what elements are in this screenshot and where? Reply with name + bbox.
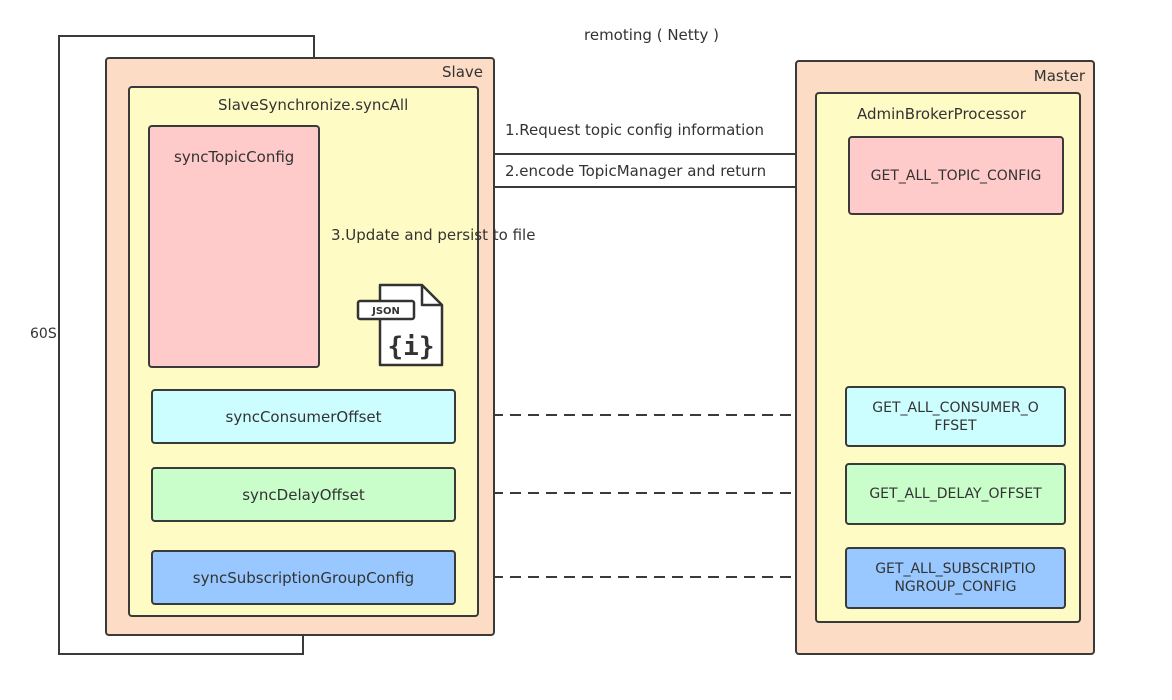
sync-subscription-group-config-label: syncSubscriptionGroupConfig: [192, 568, 415, 587]
loop-line: [58, 35, 319, 655]
json-file-glyph: {i}: [388, 332, 435, 362]
sync-delay-offset-box: syncDelayOffset: [151, 467, 456, 522]
json-file-badge-text: JSON: [371, 306, 400, 317]
get-all-subscription-group-config-label: GET_ALL_SUBSCRIPTIO NGROUP_CONFIG: [875, 561, 1036, 595]
step-response-label: 2.encode TopicManager and return: [505, 162, 767, 180]
slave-title: Slave: [442, 63, 483, 81]
remoting-label: remoting ( Netty ): [584, 26, 720, 44]
get-all-topic-config-label: GET_ALL_TOPIC_CONFIG: [870, 167, 1042, 184]
json-file-icon: JSON {i}: [356, 283, 444, 367]
master-title: Master: [1033, 67, 1085, 85]
step-request-label: 1.Request topic config information: [505, 121, 765, 139]
get-all-topic-config-box: GET_ALL_TOPIC_CONFIG: [848, 136, 1064, 215]
interval-label: 60S: [30, 326, 57, 342]
get-all-delay-offset-box: GET_ALL_DELAY_OFFSET: [845, 463, 1066, 525]
sync-topic-config-box: syncTopicConfig: [148, 125, 320, 368]
get-all-consumer-offset-box: GET_ALL_CONSUMER_O FFSET: [845, 386, 1066, 447]
synchronizer-title: SlaveSynchronize.syncAll: [218, 96, 409, 114]
sync-consumer-offset-box: syncConsumerOffset: [151, 389, 456, 444]
sync-delay-offset-label: syncDelayOffset: [242, 485, 365, 504]
get-all-delay-offset-label: GET_ALL_DELAY_OFFSET: [869, 486, 1042, 502]
get-all-consumer-offset-label: GET_ALL_CONSUMER_O FFSET: [872, 399, 1039, 434]
get-all-subscription-group-config-box: GET_ALL_SUBSCRIPTIO NGROUP_CONFIG: [845, 547, 1066, 609]
step-persist-label: 3.Update and persist to file: [331, 226, 536, 244]
sync-consumer-offset-label: syncConsumerOffset: [225, 407, 382, 426]
sync-topic-config-label: syncTopicConfig: [174, 148, 295, 166]
sync-subscription-group-config-box: syncSubscriptionGroupConfig: [151, 550, 456, 605]
admin-broker-processor-title: AdminBrokerProcessor: [857, 105, 1026, 123]
